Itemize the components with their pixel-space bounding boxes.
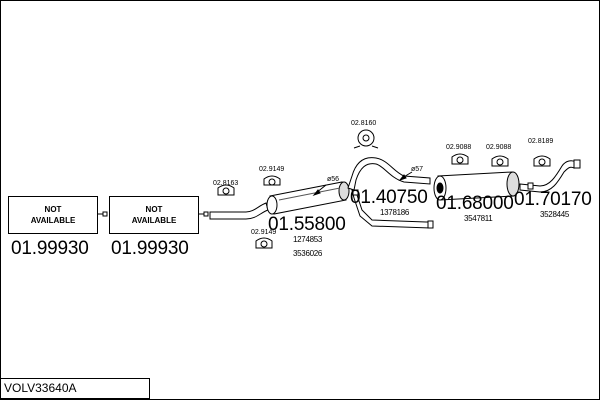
part-number: 01.99930	[11, 238, 89, 259]
muffler-01-55800	[266, 181, 350, 215]
fitting-label: 02.9088	[486, 144, 512, 151]
clamp-02-9088-right-icon	[491, 155, 509, 167]
na-connector-1	[97, 211, 108, 217]
ref-number: 3536026	[293, 249, 323, 258]
fitting-label: 02.8163	[213, 180, 239, 187]
muffler-01-68000	[433, 171, 520, 201]
part-number: 01.99930	[111, 238, 189, 259]
part-number: 01.55800	[268, 214, 346, 235]
tail-pipe-01-70170	[519, 159, 581, 193]
part-number: 01.68000	[436, 193, 514, 214]
fitting-label: 02.8160	[351, 120, 377, 127]
fitting-label: 02.9149	[259, 166, 285, 173]
part-not-available-box-2: NOT AVAILABLE	[109, 196, 199, 234]
fitting-label: 02.9149	[251, 229, 277, 236]
ref-number: 3547811	[464, 214, 493, 223]
not-available-label: NOT AVAILABLE	[131, 205, 177, 225]
part-number: 01.70170	[514, 189, 592, 210]
not-available-label: NOT AVAILABLE	[30, 205, 76, 225]
front-pipe	[209, 202, 269, 220]
clamp-02-8163-icon	[217, 184, 235, 196]
diagram-title: VOLV33640A	[0, 378, 150, 399]
clamp-02-8160-icon	[353, 129, 379, 149]
clamp-02-9149-bottom-icon	[255, 237, 273, 249]
ref-number: 3528445	[540, 210, 570, 219]
part-number: 01.40750	[350, 187, 428, 208]
diameter-arrow-57	[398, 171, 413, 182]
ref-number: 1274853	[293, 235, 323, 244]
fitting-label: 02.9088	[446, 144, 472, 151]
pipe-diameter-label: ø56	[327, 176, 340, 183]
middle-pipe-01-40750	[347, 157, 434, 229]
clamp-02-9149-top-icon	[263, 175, 281, 186]
ref-number: 1378186	[380, 208, 410, 217]
part-not-available-box-1: NOT AVAILABLE	[8, 196, 98, 234]
fitting-label: 02.8189	[528, 138, 554, 145]
clamp-02-9088-left-icon	[451, 153, 469, 165]
na-connector-2	[198, 211, 209, 217]
diameter-arrow-56	[312, 184, 327, 197]
clamp-02-8189-icon	[533, 155, 551, 167]
pipe-diameter-label: ø57	[411, 166, 424, 173]
